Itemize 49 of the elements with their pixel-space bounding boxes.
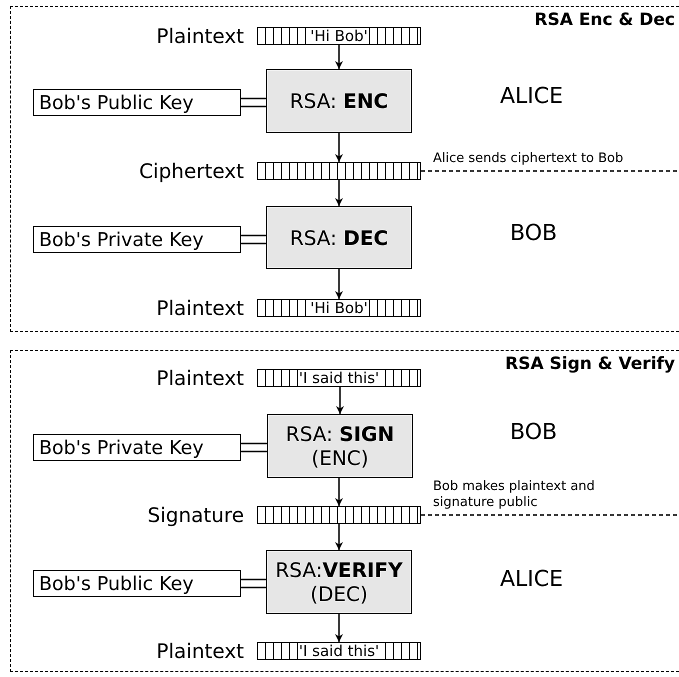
double-line-connector [240,234,267,244]
bar-label: Signature [148,503,244,527]
arrow [336,387,344,414]
arrow [335,133,343,162]
key-label: Bob's Private Key [39,228,204,250]
operation-note: (DEC) [310,582,368,606]
party-label: ALICE [500,84,564,109]
double-line-connector [240,442,268,452]
arrow [335,478,343,506]
operation-label: RSA: DEC [290,226,388,250]
bar-text: 'I said this' [298,370,380,386]
panel-frame [10,6,679,332]
arrow [335,269,343,299]
key-label: Bob's Private Key [39,436,204,458]
bar-label: Plaintext [156,639,244,663]
panel-title: RSA Enc & Dec [534,10,675,30]
arrow [335,180,343,206]
party-label: ALICE [500,567,564,592]
arrow [335,524,343,550]
bar-text: 'Hi Bob' [309,300,369,316]
process-box [267,414,413,478]
dashed-line [421,514,679,516]
bar-text: 'I said this' [298,643,380,659]
bar-label: Ciphertext [139,159,244,183]
party-label: BOB [510,420,558,445]
process-box [266,206,412,269]
arrow [335,45,343,69]
operation-label: RSA: ENC [290,89,388,113]
process-box [266,69,412,133]
panel-title: RSA Sign & Verify [505,354,675,374]
key-label: Bob's Public Key [39,92,194,114]
party-label: BOB [510,221,558,246]
double-line-connector [240,98,267,108]
double-line-connector [240,578,267,588]
dashed-line [421,170,679,172]
bar-text: 'Hi Bob' [309,28,369,44]
key-box [33,226,241,253]
key-box [33,434,241,461]
process-box [266,550,412,614]
operation-note: (ENC) [311,446,369,470]
operation-label: RSA: SIGN [286,422,394,446]
operation-label: RSA:VERIFY [275,558,403,582]
bar-label: Plaintext [156,296,244,320]
key-label: Bob's Public Key [39,572,194,594]
bar-label: Plaintext [156,366,244,390]
key-box [33,89,241,116]
key-box [33,570,241,597]
bar-label: Plaintext [156,24,244,48]
arrow [335,614,343,642]
